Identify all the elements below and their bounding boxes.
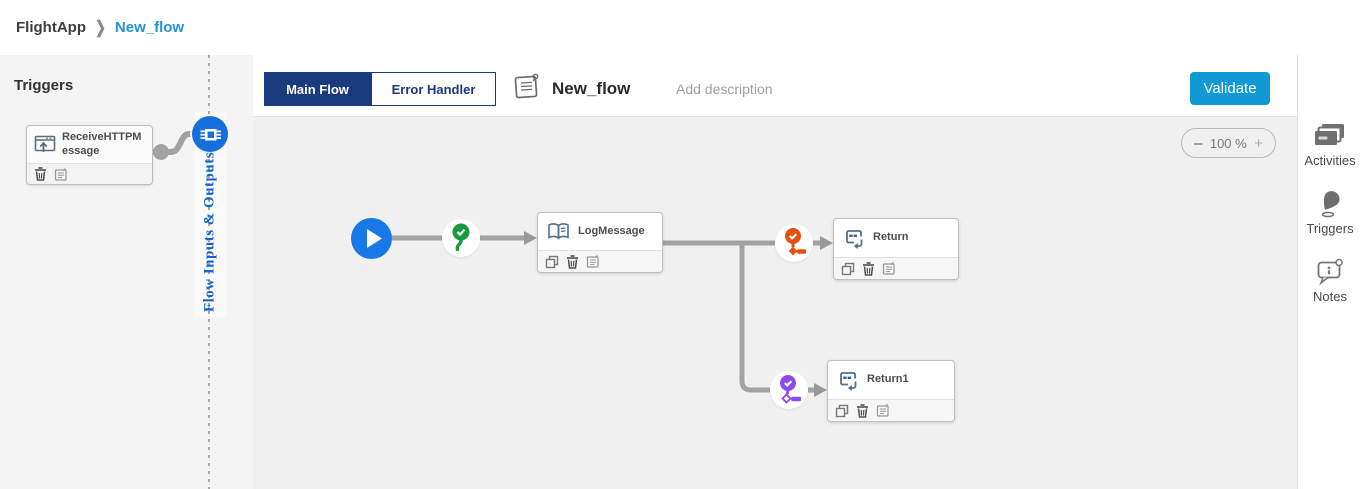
activity-card-logmessage[interactable]: LogMessage (537, 212, 663, 273)
flow-description-placeholder[interactable]: Add description (676, 81, 773, 97)
breadcrumb: FlightApp ❯ New_flow (16, 17, 185, 37)
return-icon (837, 369, 859, 391)
zoom-in-button[interactable]: + (1254, 134, 1263, 152)
palette-item-activities[interactable]: Activities (1298, 123, 1361, 168)
play-icon (351, 218, 392, 259)
flow-header: Main Flow Error Handler New_flow Add des… (253, 55, 1297, 117)
triggers-panel: Triggers ReceiveHTTPMessage (0, 55, 253, 489)
activities-icon (1314, 123, 1346, 150)
branch-otherwise-node[interactable] (770, 371, 808, 409)
panel-divider-dotted-line (208, 55, 210, 489)
flow-io-node[interactable] (192, 116, 228, 152)
zoom-level: 100 % (1209, 135, 1247, 151)
activity-card-label: Return (873, 231, 909, 244)
palette-panel: Activities Triggers Notes (1297, 55, 1361, 489)
copy-icon[interactable] (545, 255, 559, 269)
delete-icon[interactable] (862, 261, 875, 276)
tab-main-flow[interactable]: Main Flow (264, 72, 371, 106)
copy-icon[interactable] (841, 262, 855, 276)
flow-note-icon (512, 72, 542, 101)
palette-item-label: Notes (1313, 289, 1347, 304)
branch-condition-node[interactable] (775, 224, 813, 262)
trigger-card-receivehttpmessage[interactable]: ReceiveHTTPMessage (26, 125, 153, 185)
flow-title: New_flow (552, 79, 631, 98)
zoom-out-button[interactable]: – (1194, 134, 1203, 152)
activity-card-return[interactable]: Return (833, 218, 959, 280)
trigger-pin-icon (1316, 190, 1344, 218)
note-icon[interactable] (876, 404, 890, 417)
zoom-control: – 100 % + (1181, 128, 1276, 158)
flow-canvas[interactable]: – 100 % + (253, 117, 1297, 489)
note-icon[interactable] (882, 262, 896, 275)
tab-error-handler[interactable]: Error Handler (371, 72, 496, 106)
flow-io-chip-icon (200, 124, 221, 145)
log-book-icon (547, 222, 570, 241)
copy-icon[interactable] (835, 404, 849, 418)
palette-item-triggers[interactable]: Triggers (1298, 190, 1361, 236)
branch-success-icon (449, 223, 473, 253)
activity-card-return1[interactable]: Return1 (827, 360, 955, 422)
activity-card-label: LogMessage (578, 224, 645, 237)
branch-otherwise-icon (777, 375, 801, 405)
delete-icon[interactable] (34, 167, 47, 181)
palette-item-notes[interactable]: Notes (1298, 258, 1361, 304)
palette-item-label: Activities (1304, 153, 1356, 168)
flow-start-node[interactable] (351, 218, 392, 259)
branch-success-node[interactable] (442, 219, 480, 257)
notes-bubble-icon (1316, 258, 1344, 286)
flow-io-label[interactable]: Flow Inputs & Outputs (201, 151, 218, 313)
return-icon (843, 227, 865, 249)
branch-condition-icon (782, 228, 806, 258)
http-receive-icon (34, 135, 56, 154)
delete-icon[interactable] (566, 254, 579, 269)
breadcrumb-separator-icon: ❯ (94, 17, 106, 37)
flow-connectors (392, 231, 833, 397)
triggers-heading: Triggers (14, 77, 74, 94)
delete-icon[interactable] (856, 403, 869, 418)
palette-item-label: Triggers (1306, 221, 1354, 236)
trigger-card-label: ReceiveHTTPMessage (62, 130, 142, 157)
note-icon[interactable] (54, 167, 68, 181)
top-bar: FlightApp ❯ New_flow (0, 0, 1361, 55)
breadcrumb-app[interactable]: FlightApp (16, 19, 86, 36)
flow-tabs: Main Flow Error Handler (264, 72, 496, 106)
activity-card-label: Return1 (867, 373, 909, 386)
note-icon[interactable] (586, 255, 600, 268)
validate-button[interactable]: Validate (1190, 72, 1270, 105)
breadcrumb-flow[interactable]: New_flow (114, 19, 185, 36)
